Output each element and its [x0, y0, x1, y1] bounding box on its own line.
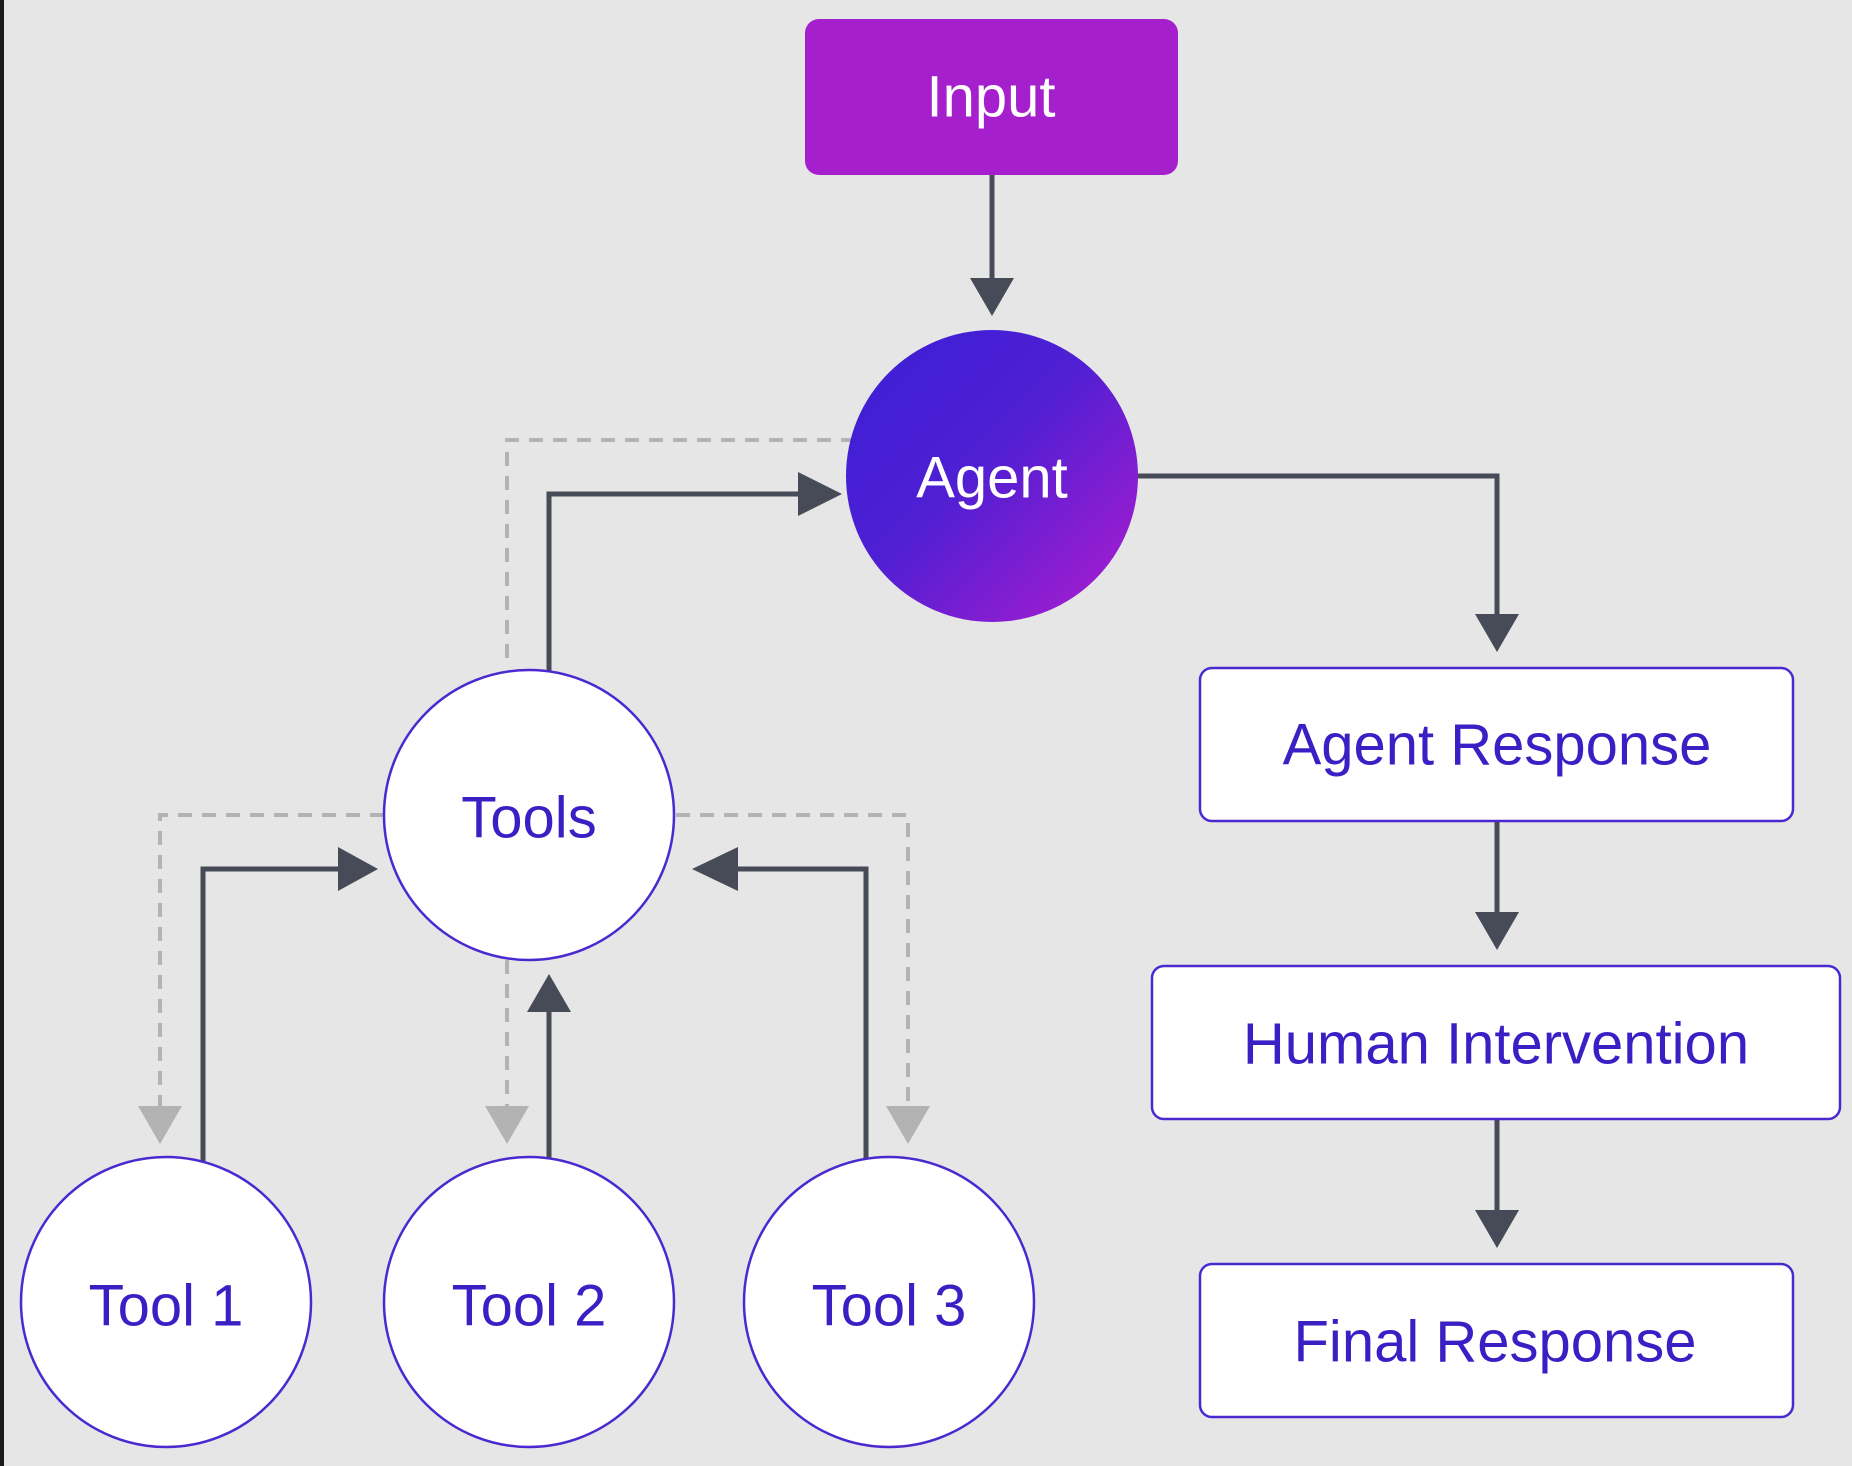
tool2-circle: [382, 1155, 676, 1449]
dashed-arrowhead-tool3: [886, 1106, 930, 1144]
human-intervention-label: Human Intervention: [1243, 1012, 1749, 1077]
final-response-label: Final Response: [1294, 1310, 1697, 1375]
arrowhead-agent-response: [1475, 614, 1519, 652]
human-intervention-node: Human Intervention: [1150, 964, 1842, 1121]
input-box: [805, 19, 1178, 175]
arrowhead-tools-right: [692, 847, 738, 891]
tool1-label: Tool 1: [89, 1274, 244, 1339]
agent-response-node: Agent Response: [1198, 666, 1795, 823]
agent-circle: [846, 330, 1138, 622]
arrowhead-agent-top: [970, 278, 1014, 316]
final-response-box: [1198, 1262, 1795, 1419]
tool2-label: Tool 2: [452, 1274, 607, 1339]
arrowhead-tools-bottom: [527, 974, 571, 1012]
human-intervention-box: [1150, 964, 1842, 1121]
dashed-arrowhead-tool1: [138, 1106, 182, 1144]
tool2-node: Tool 2: [382, 1155, 676, 1449]
agent-response-label: Agent Response: [1283, 713, 1712, 778]
solid-arrowheads: [338, 278, 1519, 1248]
arrowhead-agent-left: [798, 472, 842, 516]
agent-node: Agent: [846, 330, 1138, 622]
line-agent-response: [1137, 473, 1500, 618]
tools-node: Tools: [382, 668, 676, 962]
arrowhead-human-intervention: [1475, 912, 1519, 950]
input-label: Input: [927, 65, 1056, 130]
dashed-line-tools-agent: [505, 438, 855, 658]
arrowhead-final-response: [1475, 1210, 1519, 1248]
tools-label: Tools: [461, 786, 596, 851]
dashed-arrowheads: [138, 1106, 930, 1144]
agent-label: Agent: [916, 446, 1068, 511]
tool3-circle: [742, 1155, 1036, 1449]
dashed-line-tools-tool3: [676, 813, 910, 1108]
final-response-node: Final Response: [1198, 1262, 1795, 1419]
solid-connectors: [200, 175, 1500, 1214]
dashed-arrowhead-tool2: [485, 1106, 529, 1144]
dashed-connectors: [158, 438, 910, 1108]
tool1-circle: [19, 1155, 313, 1449]
tool3-label: Tool 3: [812, 1274, 967, 1339]
input-node: Input: [805, 19, 1178, 175]
tool1-node: Tool 1: [19, 1155, 313, 1449]
tool3-node: Tool 3: [742, 1155, 1036, 1449]
tools-circle: [382, 668, 676, 962]
line-tool1-tools: [200, 866, 342, 1162]
line-tool3-tools: [734, 866, 869, 1160]
agent-response-box: [1198, 666, 1795, 823]
arrowhead-tools-left: [338, 847, 378, 891]
dashed-line-tools-tool1: [158, 813, 384, 1108]
line-tools-agent: [546, 491, 802, 672]
